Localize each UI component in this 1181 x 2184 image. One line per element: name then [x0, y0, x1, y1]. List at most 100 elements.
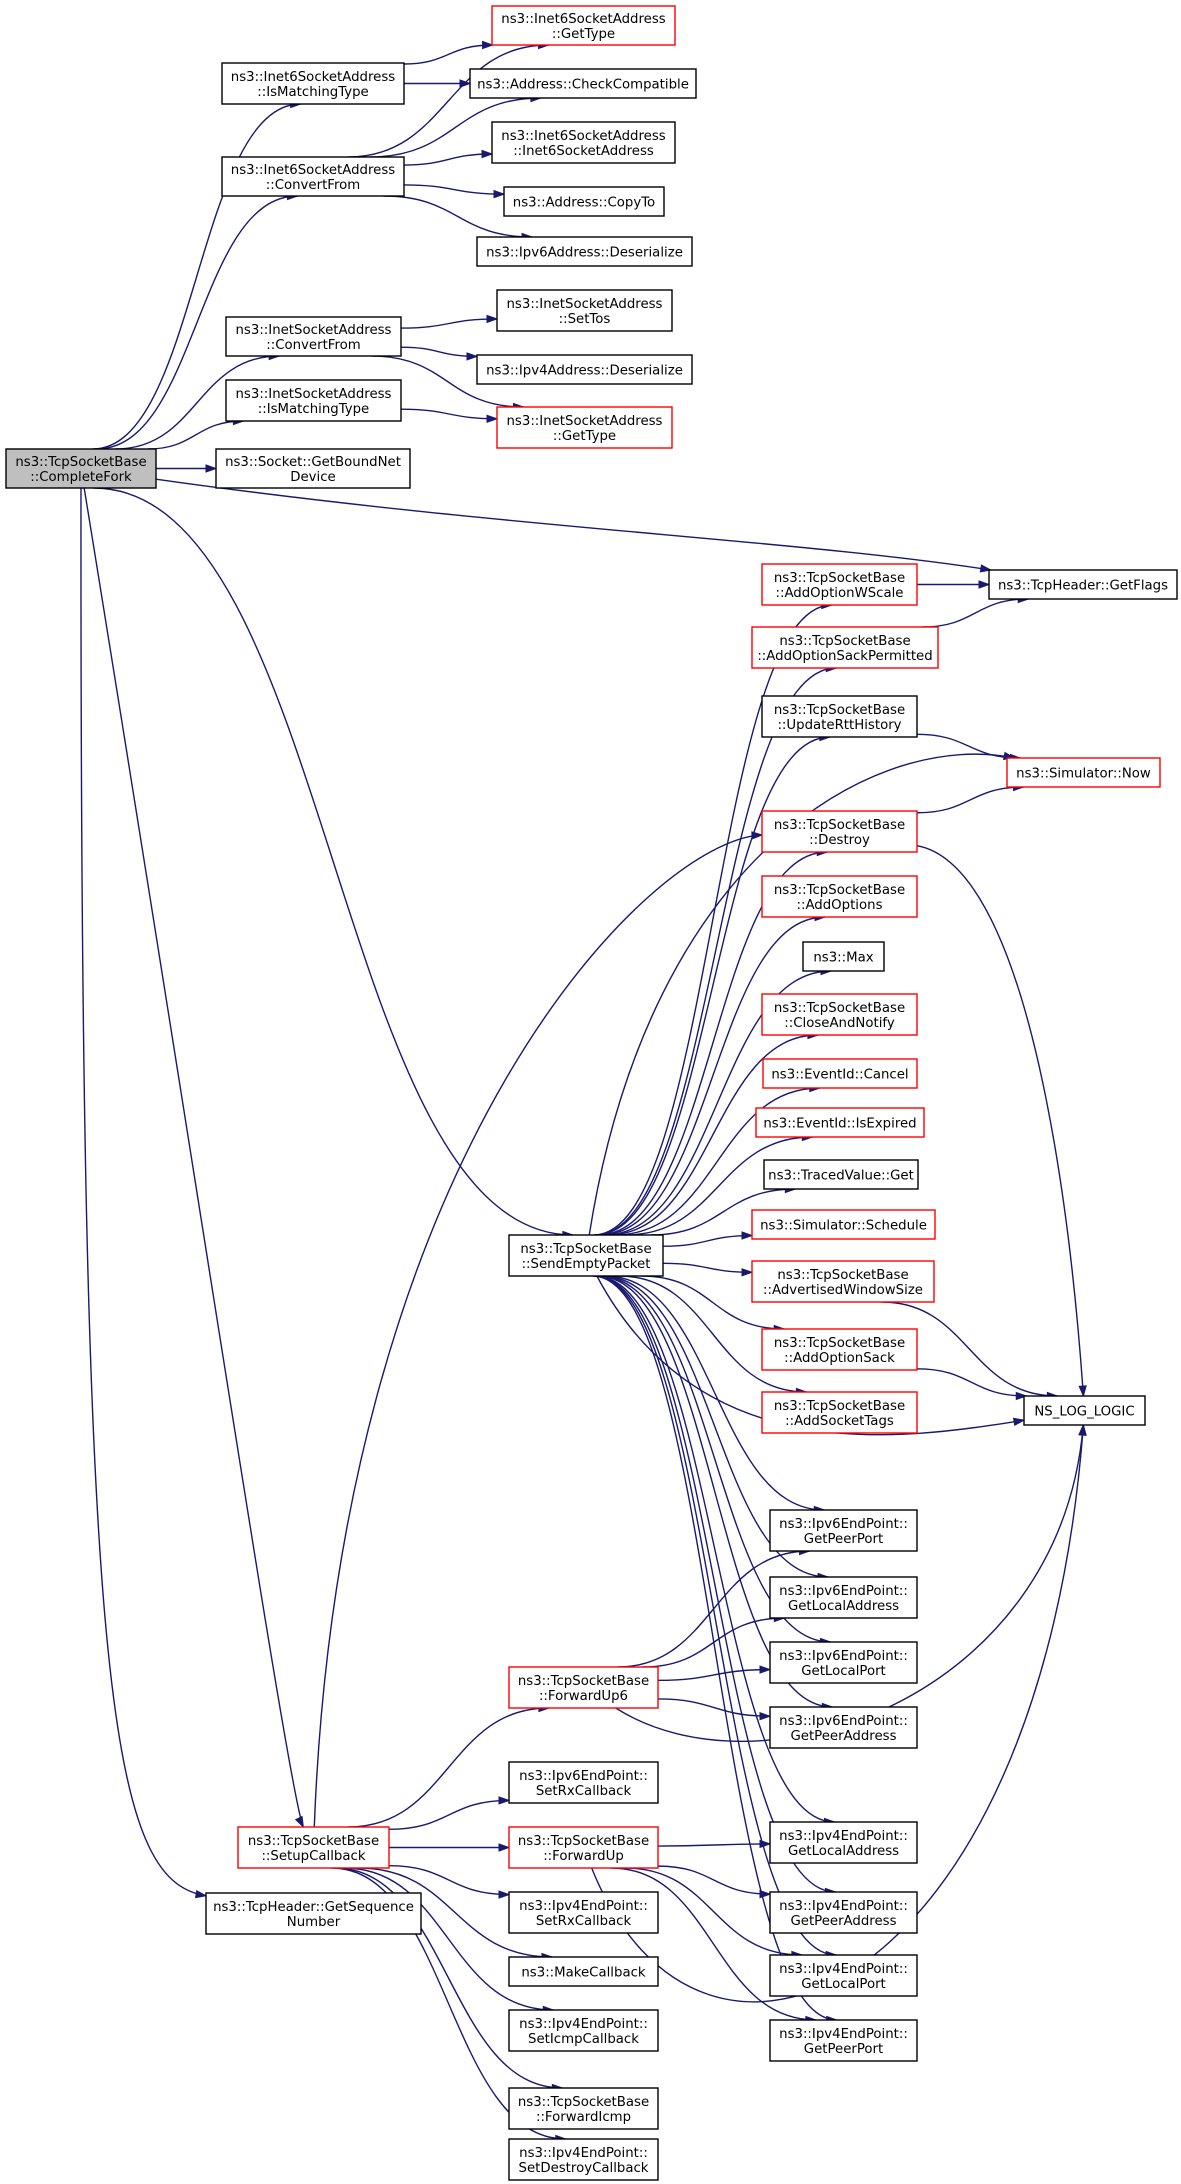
node-label-line: ns3::TcpSocketBase: [518, 2095, 649, 2110]
node-advwin[interactable]: ns3::TcpSocketBase::AdvertisedWindowSize: [751, 1260, 935, 1303]
node-ev_cancel[interactable]: ns3::EventId::Cancel: [762, 1058, 918, 1089]
node-update_rtt[interactable]: ns3::TcpSocketBase::UpdateRttHistory: [761, 695, 918, 738]
node-inet_convertfrom[interactable]: ns3::InetSocketAddress::ConvertFrom: [225, 316, 402, 357]
node-tcph_getflags[interactable]: ns3::TcpHeader::GetFlags: [988, 569, 1178, 600]
node-tv_get[interactable]: ns3::TracedValue::Get: [763, 1159, 919, 1190]
node-inet_gettype[interactable]: ns3::InetSocketAddress::GetType: [496, 406, 673, 449]
edge-forwardup6-to-ep6_peeraddr: [657, 1698, 772, 1721]
node-ep4_setrx[interactable]: ns3::Ipv4EndPoint::SetRxCallback: [508, 1891, 659, 1934]
node-ipv4addr_deser[interactable]: ns3::Ipv4Address::Deserialize: [476, 354, 693, 385]
node-forwardup6[interactable]: ns3::TcpSocketBase::ForwardUp6: [508, 1666, 659, 1709]
node-sendempty[interactable]: ns3::TcpSocketBase::SendEmptyPacket: [508, 1234, 664, 1277]
edge-root-to-setupcb: [83, 487, 305, 1829]
node-root[interactable]: ns3::TcpSocketBase::CompleteFork: [5, 448, 157, 489]
node-i6_convertfrom[interactable]: ns3::Inet6SocketAddress::ConvertFrom: [221, 156, 405, 197]
node-i6_ismatch[interactable]: ns3::Inet6SocketAddress::IsMatchingType: [221, 62, 405, 105]
node-addopt_sack[interactable]: ns3::TcpSocketBase::AddOptionSack: [761, 1328, 918, 1371]
node-box: [769, 1821, 918, 1864]
arrowhead: [741, 1268, 754, 1277]
node-box: [1006, 757, 1161, 788]
edge-root-to-sock_getbound: [156, 464, 218, 473]
node-max[interactable]: ns3::Max: [802, 941, 885, 972]
node-ev_isexpired[interactable]: ns3::EventId::IsExpired: [755, 1107, 925, 1138]
edge-line: [916, 844, 1085, 1397]
node-ep4_localaddr[interactable]: ns3::Ipv4EndPoint::GetLocalAddress: [769, 1821, 918, 1864]
node-addr_checkcompat[interactable]: ns3::Address::CheckCompatible: [469, 68, 697, 99]
node-label-line: ns3::Ipv4EndPoint::: [779, 2027, 908, 2042]
node-inet_ismatch[interactable]: ns3::InetSocketAddress::IsMatchingType: [225, 379, 402, 422]
node-ipv6addr_deser[interactable]: ns3::Ipv6Address::Deserialize: [476, 236, 693, 267]
node-label-line: ns3::Inet6SocketAddress: [231, 163, 396, 178]
node-addr_copyto[interactable]: ns3::Address::CopyTo: [503, 186, 665, 217]
node-ep6_peeraddr[interactable]: ns3::Ipv6EndPoint::GetPeerAddress: [769, 1706, 918, 1749]
node-ep6_peerport[interactable]: ns3::Ipv6EndPoint::GetPeerPort: [769, 1509, 918, 1552]
node-forwardup[interactable]: ns3::TcpSocketBase::ForwardUp: [508, 1826, 659, 1869]
node-ep6_setrx[interactable]: ns3::Ipv6EndPoint::SetRxCallback: [508, 1761, 659, 1804]
edge-line: [605, 1275, 825, 1511]
node-addopt_sackperm[interactable]: ns3::TcpSocketBase::AddOptionSackPermitt…: [751, 626, 939, 669]
node-forwardicmp[interactable]: ns3::TcpSocketBase::ForwardIcmp: [508, 2087, 659, 2130]
node-addsockettags[interactable]: ns3::TcpSocketBase::AddSocketTags: [761, 1391, 918, 1434]
node-label-line: ::GetType: [552, 27, 615, 42]
node-i6_ctor[interactable]: ns3::Inet6SocketAddress::Inet6SocketAddr…: [491, 121, 676, 164]
arrowhead: [759, 1889, 772, 1899]
node-box: [508, 1826, 659, 1869]
edge-line: [358, 1867, 552, 1958]
node-ns_log_logic[interactable]: NS_LOG_LOGIC: [1023, 1395, 1146, 1426]
edge-destroy-to-sim_now: [916, 782, 1026, 814]
node-box: [769, 1954, 918, 1997]
edge-addopt_sack-to-ns_log_logic: [916, 1368, 1028, 1401]
edge-setupcb-to-ep4_setrx: [388, 1864, 511, 1899]
node-label-line: GetLocalAddress: [788, 1844, 899, 1859]
edge-line: [403, 184, 505, 195]
node-label-line: ns3::TcpSocketBase: [15, 455, 146, 470]
node-setupcb[interactable]: ns3::TcpSocketBase::SetupCallback: [237, 1826, 390, 1869]
node-closeandnotify[interactable]: ns3::TcpSocketBase::CloseAndNotify: [761, 993, 918, 1036]
node-box: [755, 1107, 925, 1138]
edge-setupcb-to-ep4_seticmp: [343, 1867, 555, 2015]
edge-addopt_wscale-to-tcph_getflags: [916, 580, 991, 589]
node-box: [761, 1391, 918, 1434]
node-addoptions[interactable]: ns3::TcpSocketBase::AddOptions: [761, 875, 918, 918]
edge-line: [334, 1867, 563, 2089]
node-ep6_localport[interactable]: ns3::Ipv6EndPoint::GetLocalPort: [769, 1641, 918, 1684]
node-makecallback[interactable]: ns3::MakeCallback: [508, 1956, 659, 1987]
edge-line: [600, 916, 826, 1236]
node-addopt_wscale[interactable]: ns3::TcpSocketBase::AddOptionWScale: [761, 563, 918, 606]
edge-line: [400, 408, 498, 420]
node-label-line: ns3::TcpSocketBase: [518, 1834, 649, 1849]
edge-line: [625, 1136, 813, 1236]
node-label-line: ::AddOptionSackPermitted: [757, 649, 932, 664]
node-ep4_seticmp[interactable]: ns3::Ipv4EndPoint::SetIcmpCallback: [508, 2009, 659, 2052]
node-sim_schedule[interactable]: ns3::Simulator::Schedule: [751, 1209, 936, 1240]
edge-line: [369, 97, 541, 158]
node-sim_now[interactable]: ns3::Simulator::Now: [1006, 757, 1161, 788]
edge-line: [383, 195, 533, 238]
node-label-line: GetPeerPort: [804, 1532, 883, 1547]
arrowhead: [751, 831, 764, 840]
node-ep4_localport[interactable]: ns3::Ipv4EndPoint::GetLocalPort: [769, 1954, 918, 1997]
node-ep4_setdestroy[interactable]: ns3::Ipv4EndPoint::SetDestroyCallback: [508, 2138, 659, 2181]
node-ep6_localaddr[interactable]: ns3::Ipv6EndPoint::GetLocalAddress: [769, 1576, 918, 1619]
node-label-line: ::ForwardUp: [543, 1849, 624, 1864]
node-ep4_peeraddr[interactable]: ns3::Ipv4EndPoint::GetPeerAddress: [769, 1891, 918, 1934]
node-inet_settos[interactable]: ns3::InetSocketAddress::SetTos: [496, 289, 673, 332]
node-box: [508, 1234, 664, 1277]
edge-line: [96, 195, 298, 450]
edge-line: [93, 487, 573, 1236]
node-label-line: ::SetupCallback: [261, 1849, 365, 1864]
node-box: [761, 993, 918, 1036]
node-destroy[interactable]: ns3::TcpSocketBase::Destroy: [761, 810, 918, 853]
edge-inet_convertfrom-to-inet_settos: [400, 314, 499, 329]
edge-addopt_sackperm-to-tcph_getflags: [922, 594, 1030, 628]
node-box: [769, 1891, 918, 1934]
node-ep4_peerport[interactable]: ns3::Ipv4EndPoint::GetPeerPort: [769, 2019, 918, 2062]
edge-line: [92, 103, 301, 450]
edge-line: [916, 786, 1024, 814]
arrowhead: [498, 1796, 511, 1805]
node-box: [491, 5, 676, 46]
edge-i6_ismatch-to-i6_gettype: [403, 40, 495, 65]
node-i6_gettype[interactable]: ns3::Inet6SocketAddress::GetType: [491, 5, 676, 46]
